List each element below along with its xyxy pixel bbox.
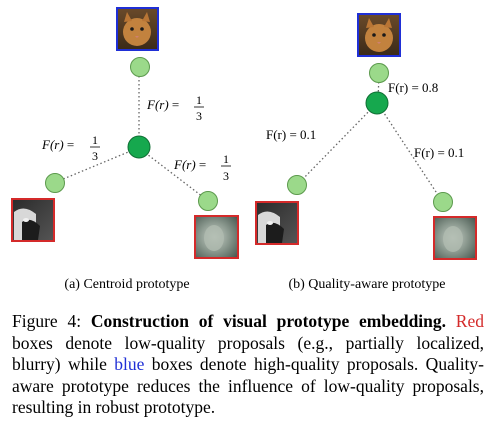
- caption-text-1: boxes denote low-quality proposals (e.g.…: [12, 332, 484, 375]
- subcaption-a: (a) Centroid prototype: [64, 277, 189, 292]
- weight-label-b-right: F(r) = 0.1: [414, 145, 464, 160]
- svg-text:1: 1: [92, 133, 98, 147]
- panel-a: F(r) = 1 3 F(r) = 1 3 F(r) = 1 3 (a) Cen…: [11, 7, 239, 292]
- cat-image-partial-left-b: [255, 201, 299, 245]
- cat-image-blurry-right: [194, 215, 239, 259]
- edge-b-left: [296, 103, 377, 186]
- cat-image-partial-left: [11, 198, 55, 242]
- node-a-center: [127, 135, 151, 159]
- node-a-left: [45, 173, 65, 193]
- cat-image-high-quality: [116, 7, 159, 51]
- svg-text:3: 3: [223, 169, 229, 183]
- subcaption-b: (b) Quality-aware prototype: [288, 277, 445, 292]
- svg-text:F(r) =: F(r) =: [173, 157, 206, 172]
- node-b-center: [365, 91, 389, 115]
- caption-red-word: Red: [455, 311, 484, 331]
- figure-caption: Figure 4: Construction of visual prototy…: [12, 311, 484, 419]
- caption-title: Construction of visual prototype embeddi…: [90, 311, 447, 331]
- node-b-right: [433, 192, 453, 212]
- caption-blue-word: blue: [114, 354, 145, 374]
- edge-b-right: [377, 103, 443, 202]
- weight-label-b-top: F(r) = 0.8: [388, 80, 438, 95]
- node-b-left: [287, 175, 307, 195]
- svg-text:3: 3: [92, 149, 98, 163]
- figure-number: Figure 4:: [12, 311, 82, 331]
- weight-label-b-left: F(r) = 0.1: [266, 127, 316, 142]
- node-a-top: [130, 57, 150, 77]
- svg-text:F(r) =: F(r) =: [146, 97, 179, 112]
- weight-label-a-right: F(r) = 1 3: [173, 152, 231, 183]
- cat-image-blurry-right-b: [433, 216, 477, 260]
- edge-a-right: [138, 147, 208, 201]
- node-a-right: [198, 191, 218, 211]
- figure-diagram: F(r) = 1 3 F(r) = 1 3 F(r) = 1 3 (a) Cen…: [11, 7, 477, 292]
- weight-label-a-left: F(r) = 1 3: [41, 133, 100, 163]
- svg-text:F(r) =: F(r) =: [41, 137, 74, 152]
- svg-text:3: 3: [196, 109, 202, 123]
- node-b-top: [369, 63, 389, 83]
- cat-image-high-quality-b: [357, 13, 401, 57]
- edge-a-left: [55, 147, 139, 183]
- svg-text:1: 1: [196, 93, 202, 107]
- caption-text-2: boxes denote high-quality proposals. Qua…: [12, 354, 484, 417]
- panel-b: F(r) = 0.8 F(r) = 0.1 F(r) = 0.1 (b) Qua…: [255, 13, 477, 292]
- weight-label-a-top: F(r) = 1 3: [146, 93, 204, 123]
- svg-text:1: 1: [223, 152, 229, 166]
